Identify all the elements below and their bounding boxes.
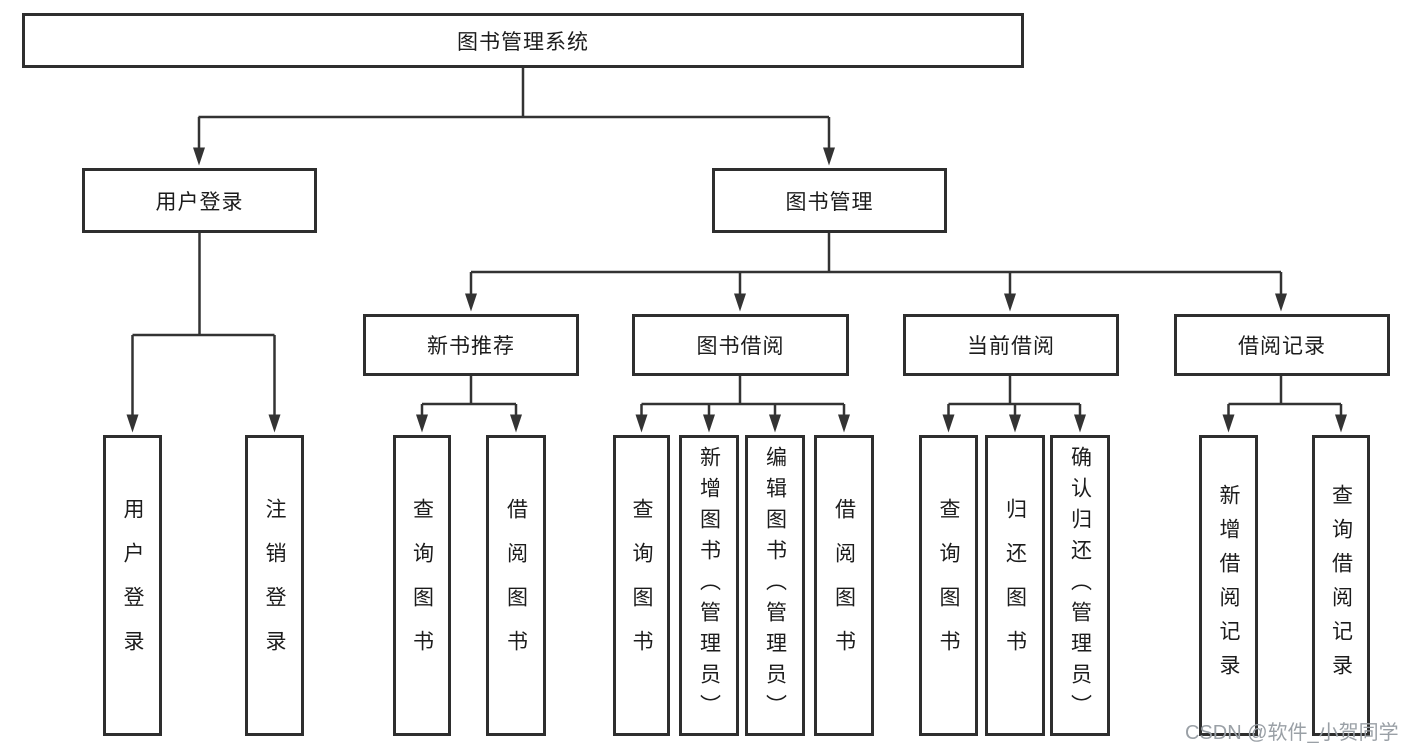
node-book-management: 图书管理 [712,168,947,233]
node-borrowing-records: 借阅记录 [1174,314,1390,376]
leaf-borrow-books: 借阅图书 [814,435,874,736]
leaf-search-borrow-record-label: 查询借阅记录 [1329,483,1353,688]
csdn-watermark: CSDN @软件_小贺同学 [1185,722,1399,744]
leaf-return-books: 归还图书 [985,435,1045,736]
node-root-system: 图书管理系统 [22,13,1024,68]
node-borrowing-records-label: 借阅记录 [1238,335,1326,358]
node-root-label: 图书管理系统 [457,30,589,54]
leaf-add-book-admin: 新增图书（管理员） [679,435,739,736]
leaf-user-login: 用户登录 [103,435,162,736]
leaf-search-books-current-label: 查询图书 [937,497,960,674]
leaf-logout: 注销登录 [245,435,304,736]
leaf-return-books-label: 归还图书 [1003,497,1027,674]
leaf-user-login-label: 用户登录 [121,497,144,674]
node-new-book-recommendation: 新书推荐 [363,314,579,376]
leaf-borrow-books-label: 借阅图书 [832,497,856,674]
leaf-search-books-borrowing-label: 查询图书 [630,497,653,674]
node-user-login: 用户登录 [82,168,317,233]
leaf-borrow-books-recommendation: 借阅图书 [486,435,546,736]
node-book-borrowing: 图书借阅 [632,314,849,376]
leaf-edit-book-admin-label: 编辑图书（管理员） [763,446,787,725]
leaf-search-borrow-record: 查询借阅记录 [1312,435,1370,736]
leaf-add-book-admin-label: 新增图书（管理员） [697,446,721,725]
leaf-borrow-books-recommendation-label: 借阅图书 [504,497,528,674]
leaf-confirm-return-admin-label: 确认归还（管理员） [1068,446,1092,725]
node-book-borrowing-label: 图书借阅 [696,335,785,358]
leaf-search-books-borrowing: 查询图书 [613,435,670,736]
leaf-add-borrow-record: 新增借阅记录 [1199,435,1258,736]
node-current-borrowing: 当前借阅 [903,314,1119,376]
node-current-borrowing-label: 当前借阅 [967,335,1055,358]
leaf-add-borrow-record-label: 新增借阅记录 [1217,483,1240,688]
leaf-edit-book-admin: 编辑图书（管理员） [745,435,805,736]
leaf-logout-label: 注销登录 [263,497,286,674]
node-new-book-recommendation-label: 新书推荐 [427,335,515,358]
leaf-search-books-recommendation: 查询图书 [393,435,451,736]
leaf-search-books-current: 查询图书 [919,435,978,736]
leaf-search-books-recommendation-label: 查询图书 [410,497,434,674]
node-book-management-label: 图书管理 [785,190,874,214]
leaf-confirm-return-admin: 确认归还（管理员） [1050,435,1110,736]
node-user-login-label: 用户登录 [155,190,244,214]
